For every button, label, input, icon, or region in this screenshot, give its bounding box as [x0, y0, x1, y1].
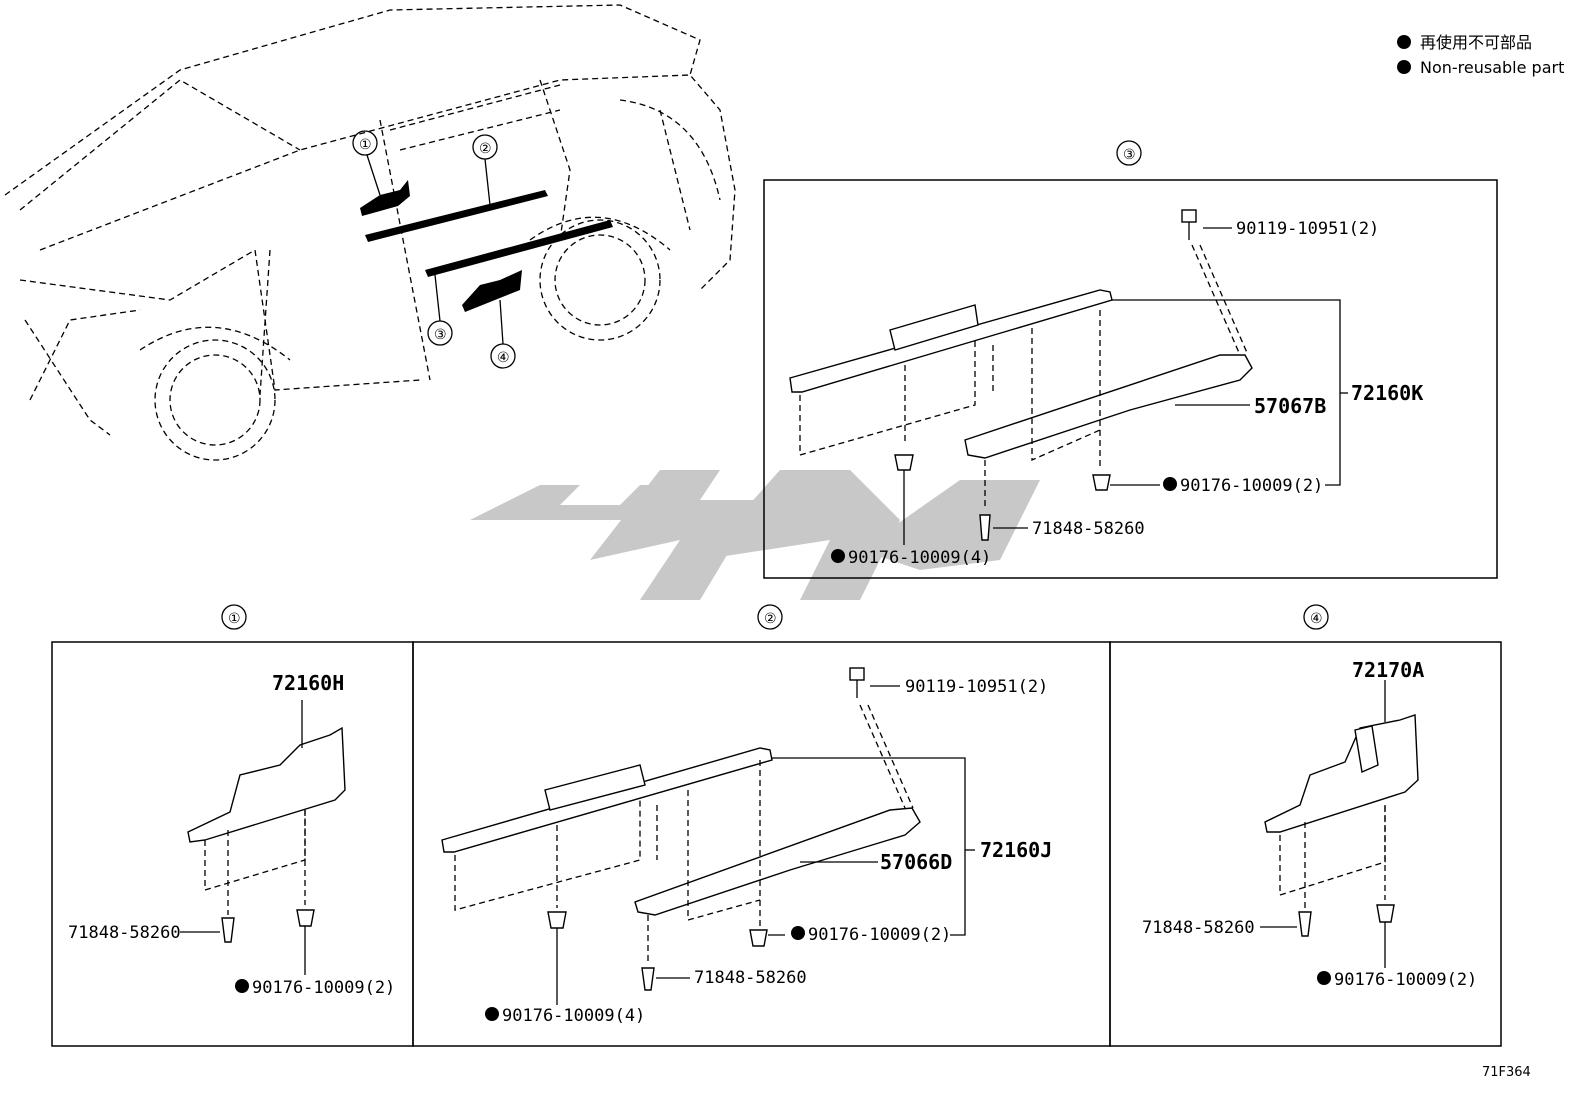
label-clip-small: 90176-10009(2)	[808, 925, 951, 945]
location-part-3-icon	[425, 220, 613, 277]
label-assy: 72160K	[1351, 381, 1423, 405]
panel-4-frame	[1109, 641, 1502, 1047]
label-bolt: 90119-10951(2)	[1236, 219, 1379, 239]
panel-3: ③ 90119-10951(2) 72160K 5706	[763, 140, 1498, 579]
label-cover: 57066D	[880, 850, 952, 874]
legend: 再使用不可部品 Non-reusable part	[1397, 33, 1564, 77]
label-clip-large: 90176-10009(4)	[502, 1006, 645, 1026]
label-clip-small: 90176-10009(2)	[1180, 476, 1323, 496]
location-part-2-icon	[365, 190, 548, 242]
non-reusable-dot-icon	[1397, 35, 1411, 49]
rail-72160k	[789, 289, 1113, 393]
panel-1-marker: ①	[228, 611, 241, 627]
label-pin: 71848-58260	[694, 968, 807, 988]
panel-3-marker: ③	[1123, 147, 1136, 163]
bracket-72170a	[1264, 714, 1419, 833]
bracket-reinforcement	[1354, 725, 1379, 774]
location-part-1-icon	[360, 180, 410, 216]
clip-90176-large-icon	[547, 911, 567, 929]
panel-2: ② 90119-10951(2) 72160J 57066D 90176-100…	[412, 604, 1111, 1047]
cover-57067b	[964, 354, 1253, 459]
clip-90176-small-icon	[749, 929, 768, 947]
pin-71848-icon	[641, 967, 655, 991]
non-reusable-dot-icon	[485, 1007, 499, 1021]
vehicle-part-locations	[360, 180, 613, 312]
rail-bracket	[544, 764, 646, 811]
label-cover: 57067B	[1254, 394, 1326, 418]
panel-3-frame	[763, 179, 1498, 579]
panel-1: ① 72160H 71848-58260 90176-10009(2)	[51, 604, 414, 1047]
clip-90176-icon	[296, 909, 315, 927]
label-clip-large: 90176-10009(4)	[848, 548, 991, 568]
legend-line-1: 再使用不可部品	[1420, 33, 1532, 52]
callout-3: ③	[434, 327, 447, 343]
rail-bracket	[889, 304, 979, 351]
non-reusable-dot-icon	[1397, 60, 1411, 74]
bolt-90119-icon	[849, 667, 865, 681]
vehicle-outline	[4, 4, 736, 461]
panel-4-marker: ④	[1310, 611, 1323, 627]
non-reusable-dot-icon	[831, 549, 845, 563]
pin-71848-icon	[979, 514, 991, 541]
clip-90176-large-icon	[894, 454, 914, 471]
location-part-4-icon	[462, 270, 522, 312]
callout-1: ①	[359, 137, 372, 153]
watermark-logo	[470, 470, 1040, 600]
non-reusable-dot-icon	[1317, 971, 1331, 985]
non-reusable-dot-icon	[235, 979, 249, 993]
non-reusable-dot-icon	[1163, 477, 1177, 491]
bracket-72160h	[187, 726, 346, 843]
clip-90176-icon	[1376, 904, 1395, 923]
diagram-code: 71F364	[1482, 1065, 1531, 1080]
panel-4: ④ 72170A 71848-58260 90176-10009(2)	[1109, 604, 1502, 1047]
bolt-90119-icon	[1181, 209, 1197, 223]
label-clip: 90176-10009(2)	[252, 978, 395, 998]
label-assy: 72160J	[980, 838, 1052, 862]
callout-4: ④	[497, 350, 510, 366]
label-pin: 71848-58260	[1142, 918, 1255, 938]
label-assy: 72170A	[1352, 658, 1424, 682]
cover-57066d	[634, 807, 921, 916]
location-callouts: ① ② ③ ④	[352, 130, 516, 369]
panel-2-marker: ②	[764, 611, 777, 627]
label-assy: 72160H	[272, 671, 344, 695]
label-pin: 71848-58260	[1032, 519, 1145, 539]
non-reusable-dot-icon	[791, 926, 805, 940]
rail-72160j	[441, 747, 773, 853]
legend-line-2: Non-reusable part	[1420, 58, 1564, 77]
callout-2: ②	[479, 141, 492, 157]
label-pin: 71848-58260	[68, 923, 181, 943]
pin-71848-icon	[1298, 911, 1312, 937]
label-bolt: 90119-10951(2)	[905, 677, 1048, 697]
label-clip: 90176-10009(2)	[1334, 970, 1477, 990]
clip-90176-small-icon	[1092, 474, 1111, 491]
pin-71848-icon	[221, 917, 235, 943]
